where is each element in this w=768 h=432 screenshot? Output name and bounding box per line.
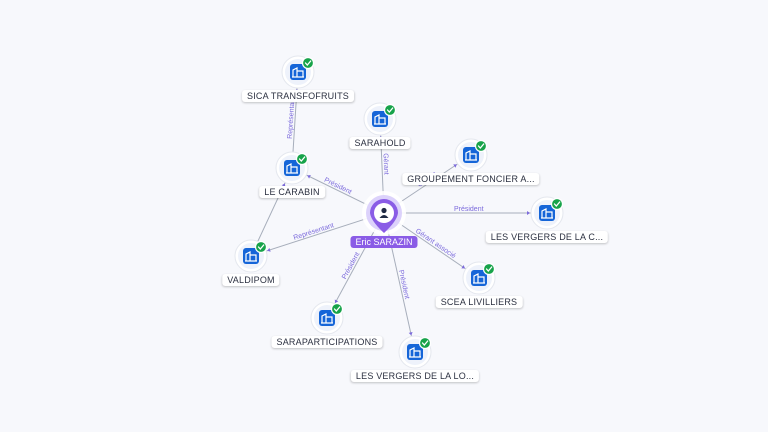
edge-label: Président (397, 269, 410, 299)
edge-label: Représentant (287, 97, 297, 139)
verified-check-icon (330, 302, 344, 316)
edge-label: Gérant associé (414, 228, 457, 260)
company-icon (539, 205, 555, 221)
node-groupement-foncier-a[interactable] (454, 138, 488, 172)
company-icon (319, 310, 335, 326)
edge-label: Président (323, 177, 353, 196)
node-scea-livilliers[interactable] (462, 261, 496, 295)
node-label[interactable]: LE CARABIN (259, 186, 325, 198)
node-saraparticipations[interactable] (310, 301, 344, 335)
edge-center-vergersc: Président (384, 206, 547, 215)
node-label[interactable]: VALDIPOM (222, 274, 280, 286)
node-label[interactable]: GROUPEMENT FONCIER A... (402, 173, 540, 185)
node-label[interactable]: SCEA LIVILLIERS (435, 296, 523, 308)
node-label[interactable]: SARAHOLD (349, 137, 411, 149)
company-icon (407, 344, 423, 360)
company-icon (463, 147, 479, 163)
company-icon (290, 64, 306, 80)
company-icon (372, 111, 388, 127)
edge-arrow (461, 265, 465, 269)
node-le-carabin[interactable] (275, 151, 309, 185)
node-label[interactable]: SICA TRANSFOFRUITS (242, 90, 354, 102)
verified-check-icon (474, 139, 488, 153)
node-label[interactable]: LES VERGERS DE LA LO... (350, 370, 480, 382)
verified-check-icon (254, 240, 268, 254)
edge-arrow (408, 332, 413, 336)
edge-label: Président (341, 251, 361, 280)
node-sarahold[interactable] (363, 102, 397, 136)
company-icon (284, 160, 300, 176)
node-sica-transfofruits[interactable] (281, 55, 315, 89)
verified-check-icon (301, 56, 315, 70)
company-icon (243, 248, 259, 264)
verified-check-icon (295, 152, 309, 166)
person-icon (379, 207, 389, 218)
edge-arrow (307, 174, 311, 179)
company-icon (471, 270, 487, 286)
node-les-vergers-de-la-lo[interactable] (398, 335, 432, 369)
node-label[interactable]: SARAPARTICIPATIONS (271, 336, 383, 348)
edge-arrow (267, 247, 271, 252)
nodes-layer (234, 55, 564, 369)
verified-check-icon (418, 336, 432, 350)
node-valdipom[interactable] (234, 239, 268, 273)
verified-check-icon (383, 103, 397, 117)
edge-arrow (527, 211, 530, 215)
node-les-vergers-de-la-c[interactable] (530, 196, 564, 230)
node-label[interactable]: LES VERGERS DE LA C... (485, 231, 609, 243)
center-node[interactable] (362, 191, 406, 235)
center-name-label[interactable]: Eric SARAZIN (350, 236, 418, 248)
verified-check-icon (482, 262, 496, 276)
edge-label: Gérant (381, 153, 389, 175)
verified-check-icon (550, 197, 564, 211)
edge-label: Représentant (293, 222, 335, 242)
edge-label: Président (454, 206, 484, 213)
edge-arrow (453, 164, 457, 168)
edge-arrow (334, 299, 339, 304)
